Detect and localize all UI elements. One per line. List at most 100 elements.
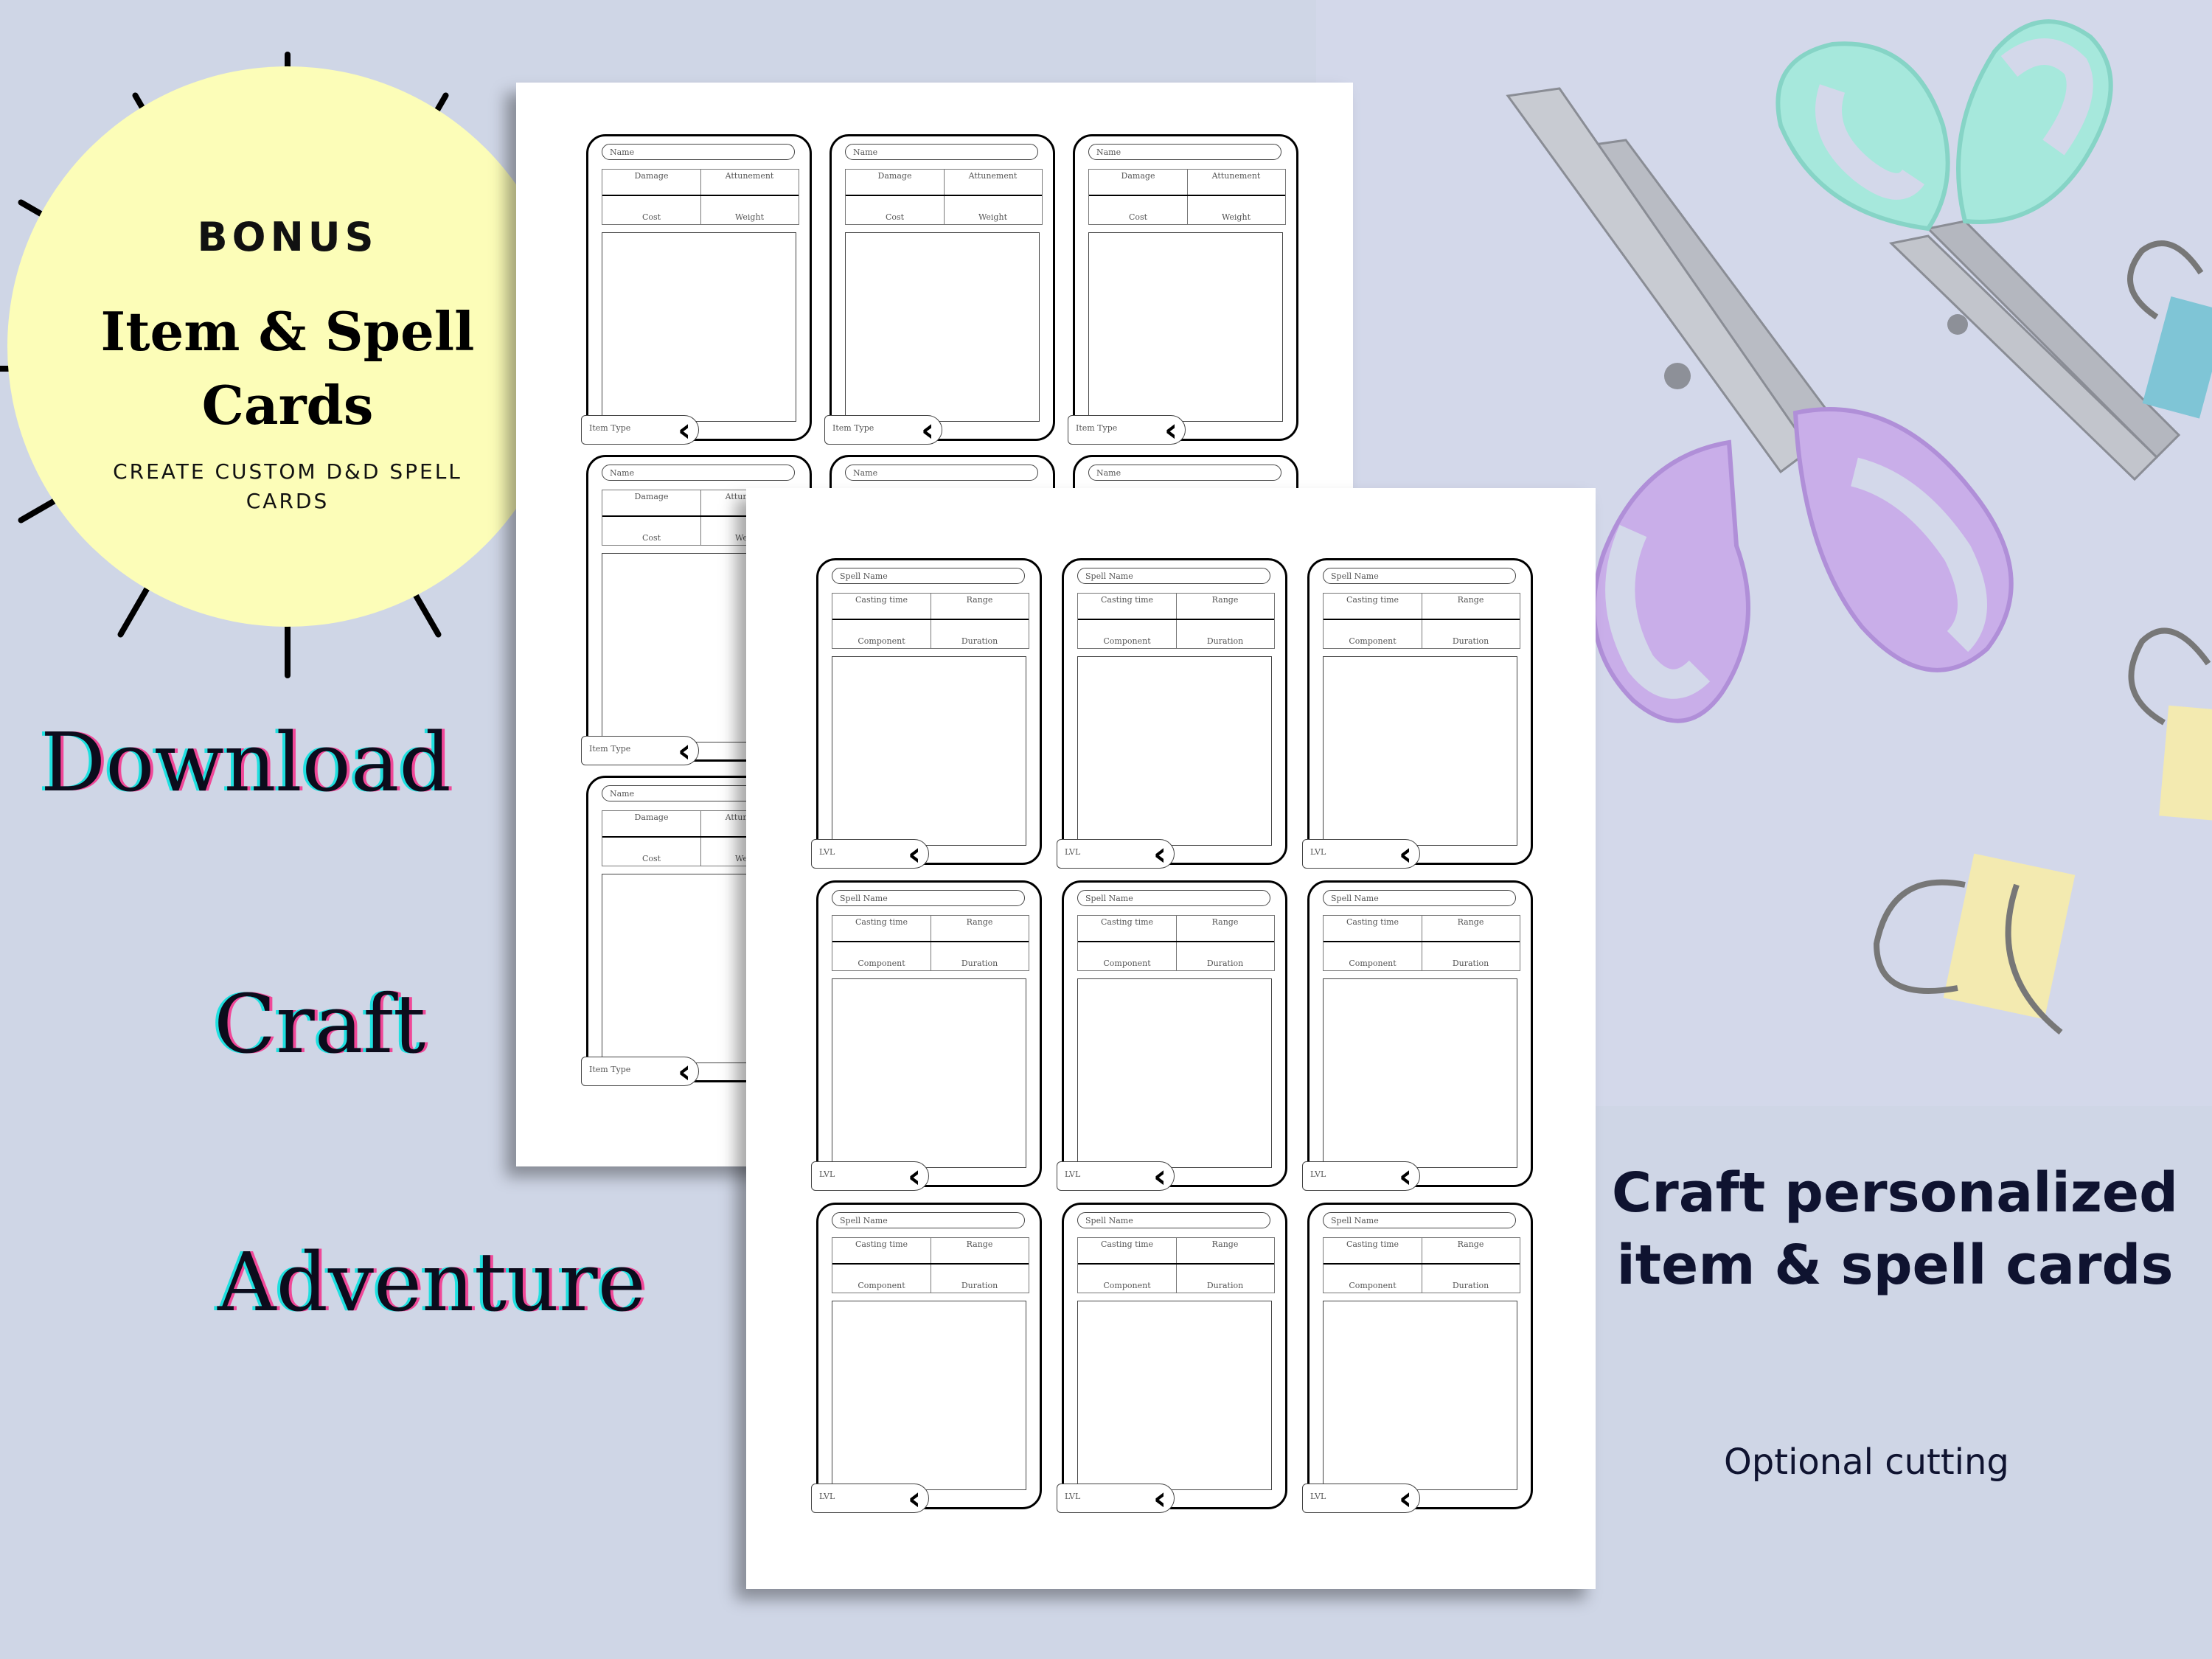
- card-field-label: Casting time: [1100, 917, 1154, 927]
- card-field-label: Cost: [641, 533, 661, 543]
- card-field-label: Weight: [1222, 212, 1251, 222]
- bonus-badge: BONUS Item & Spell Cards CREATE CUSTOM D…: [7, 66, 568, 627]
- card-field-label: Weight: [735, 212, 764, 222]
- promo-line2: item & spell cards: [1616, 1234, 2174, 1297]
- card-field-label: Range: [1211, 917, 1239, 927]
- card-ribbon: LVL ‹: [1057, 1158, 1175, 1195]
- step-craft: Craft: [214, 977, 426, 1071]
- card-field-label: Range: [966, 1239, 993, 1249]
- card-field-label: Casting time: [1346, 1239, 1399, 1249]
- card-field-label: Component: [858, 1281, 905, 1290]
- card-field-label: Damage: [877, 171, 912, 181]
- optional-cutting-note: Optional cutting: [1724, 1441, 2009, 1483]
- badge-bonus: BONUS: [197, 214, 378, 260]
- badge-subtitle: CREATE CUSTOM D&D SPELL CARDS: [103, 457, 472, 516]
- promo-headline: Craft personalized item & spell cards: [1600, 1161, 2190, 1297]
- chevron-left-icon: ‹: [1153, 1158, 1167, 1195]
- card-ribbon-label: LVL: [1065, 847, 1081, 857]
- chevron-left-icon: ‹: [1164, 411, 1178, 449]
- card-field-label: Duration: [1452, 959, 1489, 968]
- card-field-label: Casting time: [1100, 595, 1154, 605]
- card-field-label: Duration: [961, 636, 998, 646]
- card-ribbon-label: LVL: [1310, 1492, 1326, 1501]
- chevron-left-icon: ‹: [1399, 1480, 1413, 1517]
- ray: [285, 612, 291, 678]
- card-field-label: Duration: [961, 1281, 998, 1290]
- chevron-left-icon: ‹: [908, 1480, 922, 1517]
- card-field-label: Component: [1103, 959, 1151, 968]
- card-field-label: Range: [1457, 595, 1484, 605]
- card-field-label: Duration: [1452, 1281, 1489, 1290]
- card-name-field: Name: [845, 144, 1038, 160]
- chevron-left-icon: ‹: [1153, 835, 1167, 873]
- card-description-box: [1323, 656, 1517, 846]
- badge-title-line1: Item & Spell: [100, 300, 475, 363]
- card-field-label: Component: [1349, 636, 1397, 646]
- card-field-label: Component: [858, 959, 905, 968]
- card-name-field: Name: [602, 465, 795, 481]
- card-field-label: Component: [1103, 1281, 1151, 1290]
- card-ribbon: LVL‹: [811, 838, 929, 871]
- card-description-box: [1077, 656, 1272, 846]
- step-download: Download: [41, 715, 451, 810]
- card-ribbon: LVL‹: [811, 1480, 929, 1517]
- card-name-field: Name: [1088, 144, 1281, 160]
- card-description-box: [1077, 1301, 1272, 1490]
- card-field-label: Casting time: [1100, 1239, 1154, 1249]
- chevron-left-icon: ‹: [921, 411, 935, 449]
- card-ribbon-label: LVL: [1065, 1169, 1081, 1179]
- chevron-left-icon: ‹: [678, 411, 692, 449]
- chevron-left-icon: ‹: [678, 732, 692, 770]
- card-name-field: Spell Name: [1323, 1212, 1516, 1228]
- chevron-left-icon: ‹: [678, 1053, 692, 1091]
- card-field-label: Component: [1349, 959, 1397, 968]
- scissors-photo: [1316, 0, 2212, 1106]
- card-description-box: [1323, 978, 1517, 1168]
- badge-subtitle-line2: CARDS: [246, 489, 330, 513]
- card-field-label: Duration: [1206, 959, 1244, 968]
- card-name-field: Spell Name: [832, 1212, 1025, 1228]
- card-field-label: Duration: [1206, 1281, 1244, 1290]
- card-field-label: Component: [858, 636, 905, 646]
- card-description-box: [845, 232, 1040, 422]
- card-field-label: Cost: [641, 854, 661, 863]
- scissors-and-clips-illustration: [1316, 0, 2212, 1106]
- card-field-label: Attunement: [968, 171, 1018, 181]
- badge-title-line2: Cards: [201, 374, 374, 437]
- card-field-label: Duration: [1452, 636, 1489, 646]
- card-ribbon-label: Item Type: [589, 744, 631, 754]
- card-field-label: Component: [1103, 636, 1151, 646]
- card-description-box: [602, 232, 796, 422]
- card-field-label: Component: [1349, 1281, 1397, 1290]
- card-ribbon: Item Type‹: [824, 411, 942, 449]
- card-field-label: Casting time: [1346, 595, 1399, 605]
- card-ribbon-label: Item Type: [589, 423, 631, 433]
- card-ribbon: Item Type ‹: [581, 732, 699, 770]
- card-field-label: Duration: [961, 959, 998, 968]
- card-ribbon: LVL‹: [1057, 1483, 1175, 1515]
- card-field-label: Casting time: [855, 595, 908, 605]
- card-ribbon: LVL‹: [1302, 1161, 1420, 1193]
- card-field-label: Range: [1211, 1239, 1239, 1249]
- card-ribbon-label: LVL: [819, 1169, 835, 1179]
- card-name-field: Spell Name: [1323, 890, 1516, 906]
- card-field-label: Range: [966, 595, 993, 605]
- card-description-box: [832, 978, 1026, 1168]
- card-field-label: Cost: [885, 212, 905, 222]
